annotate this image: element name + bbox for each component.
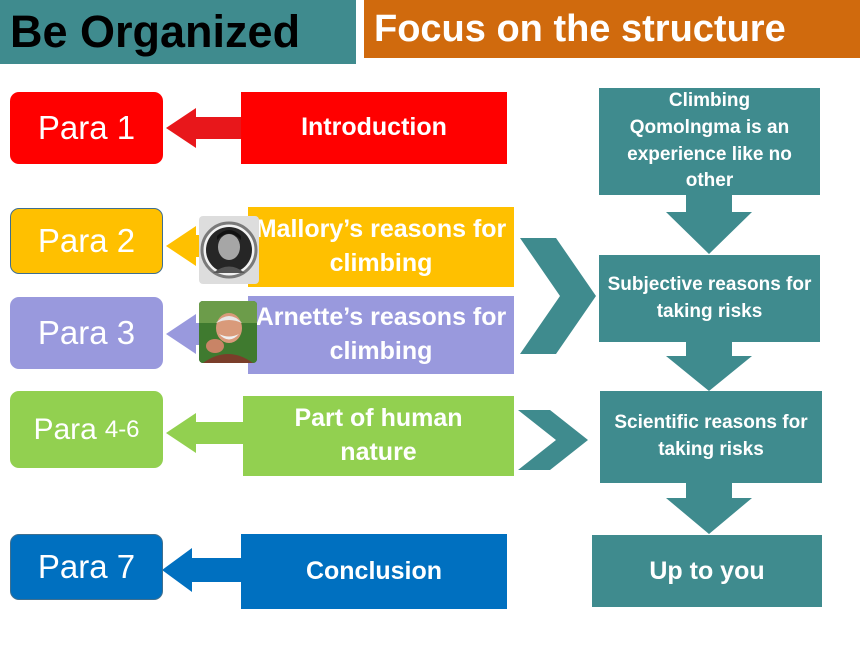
para-4-6-range: 4-6 — [104, 415, 140, 443]
para-7-box: Para 7 — [10, 534, 163, 600]
topic-conclusion: Conclusion — [241, 534, 507, 609]
topic-human-nature: Part of human nature — [243, 396, 514, 476]
arrow-left-icon — [162, 548, 242, 592]
topic-mallory: Mallory’s reasons for climbing — [248, 207, 514, 287]
chevron-right-icon — [520, 238, 596, 354]
para-4-6-box: Para 4-6 — [10, 391, 163, 468]
para-3-box: Para 3 — [10, 297, 163, 369]
para-2-box: Para 2 — [10, 208, 163, 274]
arrow-left-icon — [166, 413, 244, 453]
para-4-6-label: Para — [33, 412, 97, 446]
title-be-organized: Be Organized — [0, 0, 356, 64]
arrow-left-icon — [166, 108, 242, 148]
para-1-box: Para 1 — [10, 92, 163, 164]
flow-step-4: Up to you — [592, 535, 822, 607]
title-focus-structure: Focus on the structure — [364, 0, 860, 58]
topic-arnette: Arnette’s reasons for climbing — [248, 296, 514, 374]
arrow-down-icon — [666, 483, 752, 534]
flow-step-3: Scientific reasons for taking risks — [600, 391, 822, 483]
arrow-down-icon — [666, 342, 752, 391]
flow-step-2: Subjective reasons for taking risks — [599, 255, 820, 342]
arrow-down-icon — [666, 195, 752, 254]
topic-introduction: Introduction — [241, 92, 507, 164]
mallory-portrait — [199, 216, 259, 284]
flow-step-1: Climbing Qomolngma is an experience like… — [599, 88, 820, 195]
chevron-right-icon — [518, 410, 588, 470]
arnette-portrait — [199, 301, 257, 363]
